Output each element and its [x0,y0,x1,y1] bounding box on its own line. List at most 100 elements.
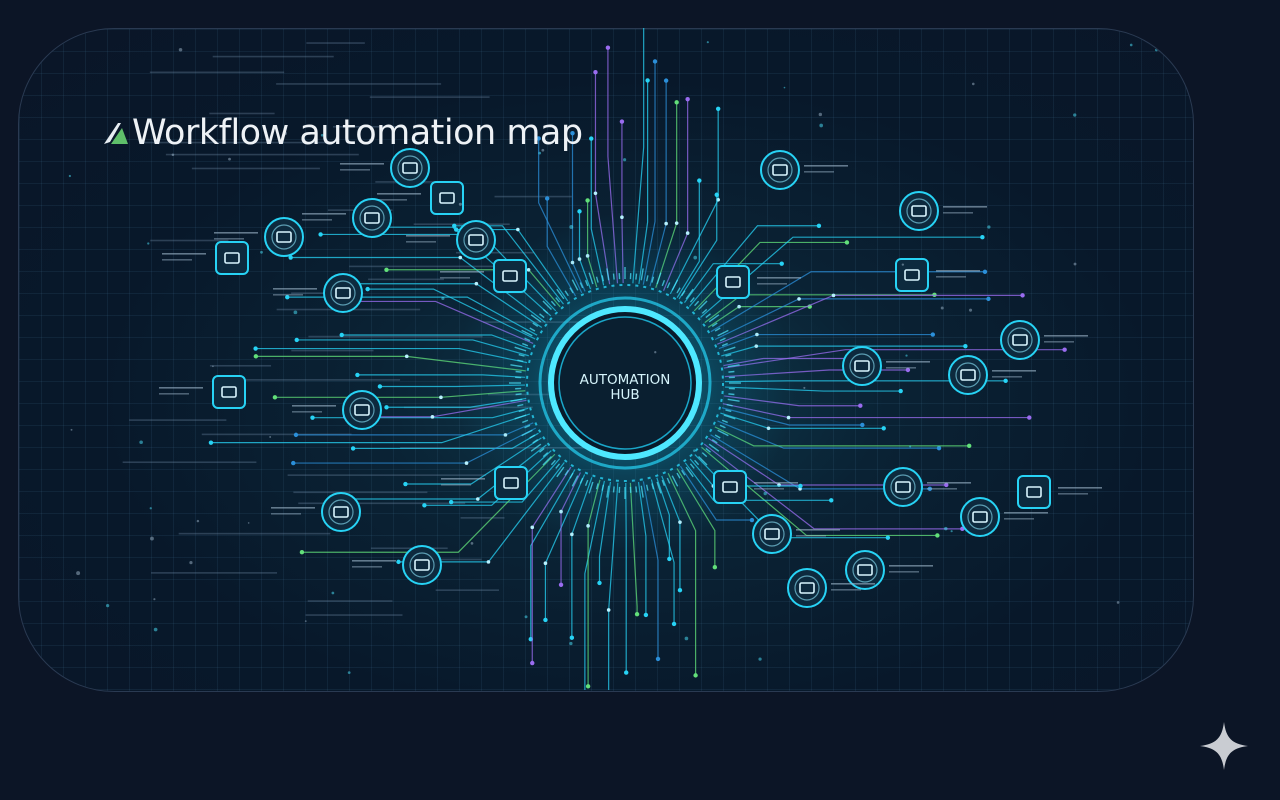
star [684,636,689,641]
node-label-line [214,238,244,240]
trace-junction [797,297,801,301]
star [260,250,263,254]
search-icon [323,273,363,313]
node-label-line [271,513,301,515]
trace-endpoint [589,136,594,141]
star [196,519,200,523]
trace-endpoint [663,78,669,83]
trace-endpoint [712,565,718,570]
hub-tick [588,481,594,494]
bg-text-line [349,265,511,268]
hub-tick [708,443,720,452]
star [940,306,944,310]
bg-text-line [276,83,442,85]
node-label-line [796,529,840,531]
hub-tick [588,272,594,285]
hub-tick [661,280,666,287]
chat-icon [456,220,496,260]
hub-tick [640,268,644,281]
hub-tick [514,414,527,420]
trace-endpoint [272,395,278,400]
trace-junction [474,281,479,286]
shield-icon [402,545,442,585]
star [693,449,696,453]
sparkle-icon[interactable] [1198,720,1250,772]
hub-tick [726,403,733,407]
search-icon [321,492,361,532]
bg-text-line [460,517,505,519]
node-label-line [754,482,798,484]
trace-endpoint [291,460,296,466]
trace-endpoint [655,656,661,662]
node-label-line [273,288,317,290]
hub-tick [651,483,655,490]
star [623,158,627,162]
bg-text-line [178,532,331,535]
headset-icon [899,191,939,231]
node-label-line [406,235,450,237]
star [909,445,912,448]
node-label-line [441,484,471,486]
hub-tick [676,287,681,294]
node-label-line [757,283,787,285]
node-label-line [292,411,322,413]
trace-endpoint [452,223,457,228]
bg-text-line [307,600,393,602]
hub-tick [721,419,728,424]
trace-junction [430,415,435,419]
bg-text-line [455,251,534,254]
bg-text-line [139,141,335,144]
hub-tick [645,484,649,491]
hub-tick [676,472,681,479]
hub-tick [524,424,531,429]
trace-endpoint [605,45,611,50]
trace-endpoint [844,240,850,245]
mail-icon [390,148,430,188]
hub-tick [681,290,686,297]
node-label-line [796,535,826,537]
star [153,627,158,632]
trace-endpoint [403,481,408,487]
hub-tick [542,452,549,458]
trace-endpoint [634,611,640,617]
trace-endpoint [208,440,214,445]
hub-tick [542,300,552,310]
bg-text-line [287,474,487,476]
hub-tick [517,359,524,363]
hub-outer-ring [526,284,724,482]
star [282,131,287,136]
node-label-line [340,163,384,165]
node-label-line [406,241,436,243]
hub-tick [725,353,732,357]
node-label-line [1058,493,1088,495]
bg-text-line [369,96,490,98]
workflow-nodes [159,148,1102,608]
star [569,224,574,229]
database-icon [1017,475,1051,509]
hub-tick [705,447,711,453]
trace-endpoint [624,670,629,675]
star [68,174,72,178]
hub-tick [584,479,589,486]
trace-endpoint [285,294,290,300]
hub-tick [719,337,726,342]
globe-icon [895,258,929,292]
star [212,365,214,368]
bg-text-line [291,292,339,294]
hub-tick [556,288,565,300]
node-label-line [804,171,834,173]
star [1129,43,1133,47]
star [368,138,371,141]
star [269,436,272,438]
hub-core [558,316,692,450]
star [905,354,908,357]
trace-junction [606,608,611,612]
home-icon [1000,320,1040,360]
hub-tick [689,297,695,303]
bg-text-line [298,502,466,505]
bg-text-line [201,433,352,436]
hub-tick [601,484,605,491]
hub-tick [661,479,666,486]
hub-tick [640,485,644,498]
trace-junction [404,354,409,359]
